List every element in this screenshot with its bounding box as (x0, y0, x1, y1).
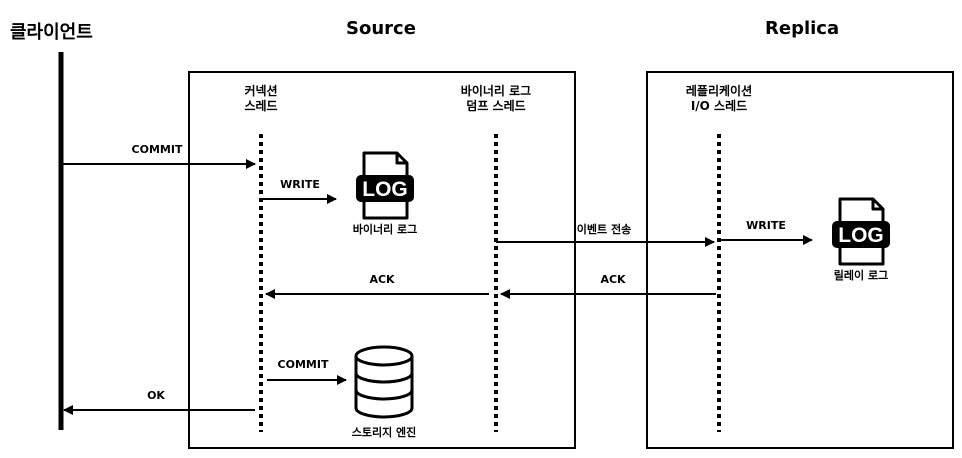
database-icon (354, 345, 414, 419)
ack-source-label: ACK (369, 273, 395, 286)
replica-box (646, 71, 954, 449)
relay-log-caption: 릴레이 로그 (833, 269, 889, 282)
replication-io-thread-label-line1: 레플리케이션 (685, 84, 753, 98)
source-box (188, 71, 576, 449)
ack-replica-label: ACK (600, 273, 626, 286)
binlog-dump-thread-label-line2: 덤프 스레드 (466, 99, 526, 113)
ok-label: OK (147, 389, 165, 402)
connection-thread-label: 커넥션 스레드 (231, 84, 291, 114)
binary-log-caption: 바이너리 로그 (352, 223, 418, 236)
replica-header: Replica (765, 18, 840, 39)
binary-log-icon-text: LOG (362, 178, 408, 201)
storage-engine-caption: 스토리지 엔진 (351, 426, 417, 439)
commit-client-label: COMMIT (131, 143, 183, 156)
connection-thread-label-line1: 커넥션 (244, 84, 278, 98)
connection-thread-label-line2: 스레드 (244, 99, 278, 113)
client-header: 클라이언트 (10, 22, 93, 43)
binlog-dump-thread-label-line1: 바이너리 로그 (460, 84, 532, 98)
event-send-label: 이벤트 전송 (576, 223, 632, 236)
write-binlog-label: WRITE (280, 178, 320, 191)
relay-log-file-icon: LOG (832, 197, 890, 266)
replication-io-thread-label: 레플리케이션 I/O 스레드 (666, 84, 772, 114)
binary-log-file-icon: LOG (356, 151, 414, 220)
relay-log-icon-text: LOG (838, 224, 884, 247)
write-relay-label: WRITE (746, 219, 786, 232)
binlog-dump-thread-label: 바이너리 로그 덤프 스레드 (446, 84, 546, 114)
source-header: Source (346, 18, 416, 39)
commit-storage-label: COMMIT (277, 358, 329, 371)
replication-io-thread-label-line2: I/O 스레드 (690, 99, 748, 113)
